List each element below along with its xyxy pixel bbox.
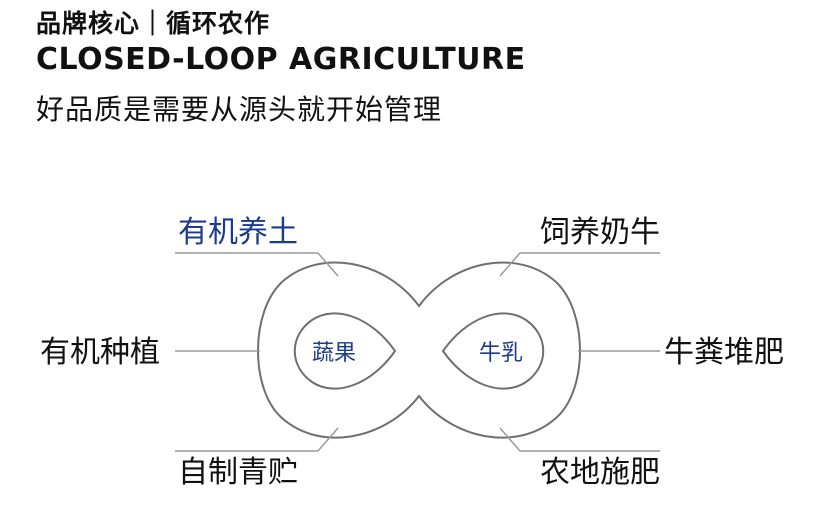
right-inner-loop (441, 312, 545, 390)
node-bottom-left: 自制青贮 (178, 455, 298, 490)
node-bottom-right: 农地施肥 (540, 455, 660, 490)
page-title: 品牌核心｜循环农作 (36, 9, 271, 38)
node-mid-right: 牛粪堆肥 (664, 335, 784, 370)
leader-bottom-right (499, 427, 660, 452)
page-subtitle: 好品质是需要从源头就开始管理 (36, 93, 443, 126)
node-top-right: 饲养奶牛 (540, 215, 660, 250)
right-loop-label: 牛乳 (479, 341, 523, 366)
leader-bottom-left (175, 427, 339, 452)
node-top-left: 有机养土 (178, 215, 298, 250)
infinity-outer-outline (257, 261, 581, 439)
left-inner-loop (293, 312, 397, 390)
node-mid-left: 有机种植 (40, 335, 160, 370)
page-title-english: CLOSED-LOOP AGRICULTURE (36, 42, 526, 77)
header: 品牌核心｜循环农作 CLOSED-LOOP AGRICULTURE 好品质是需要… (36, 8, 526, 130)
leader-top-left (175, 252, 339, 277)
leader-top-right (499, 252, 660, 277)
left-loop-label: 蔬果 (312, 341, 356, 366)
